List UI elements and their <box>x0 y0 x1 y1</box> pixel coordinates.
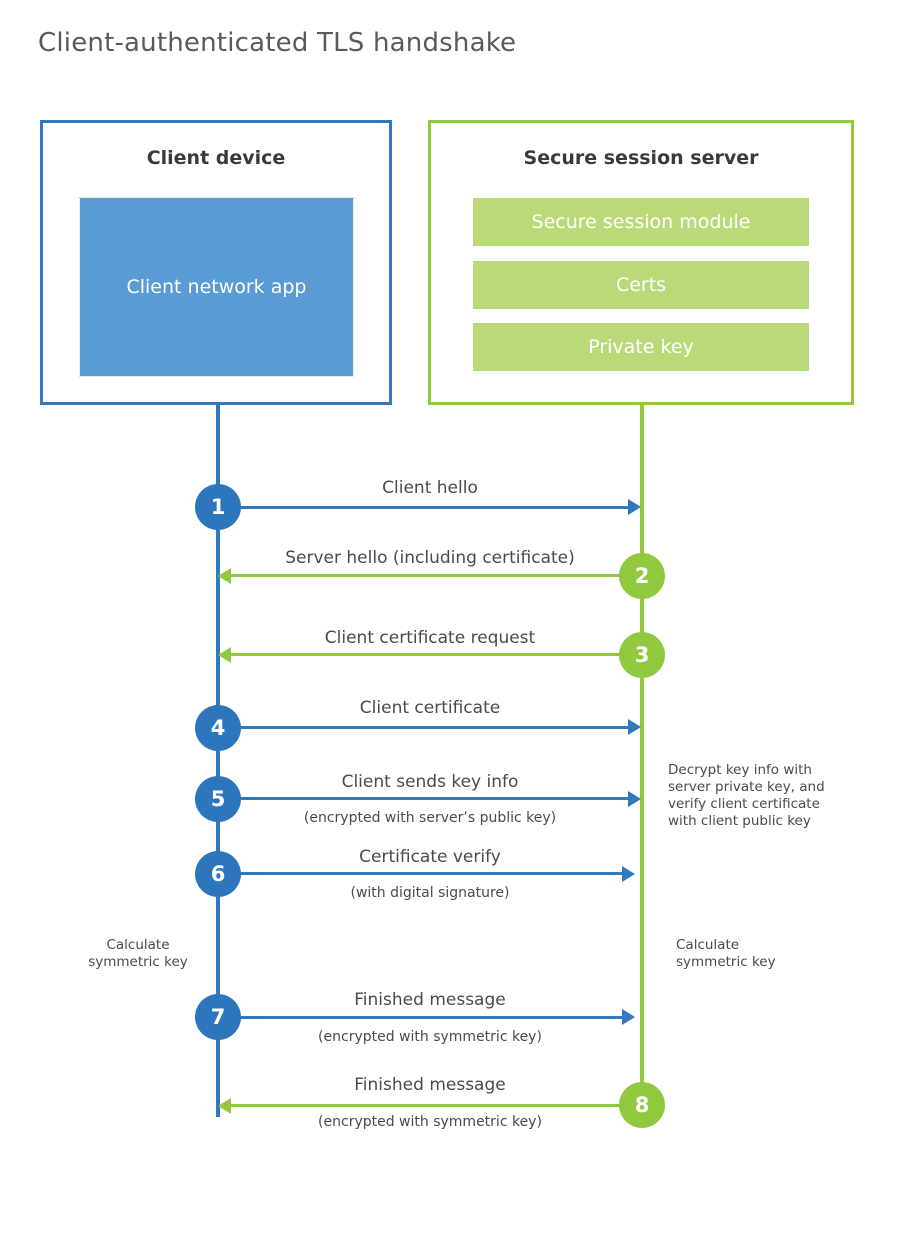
step-7-label: Finished message <box>354 990 506 1010</box>
server-component-secure-session-module: Secure session module <box>473 198 809 246</box>
step-5-sublabel: (encrypted with server’s public key) <box>303 810 557 826</box>
step-2-label: Server hello (including certificate) <box>285 548 575 568</box>
step-2-arrow-line <box>231 574 640 577</box>
step-8-badge[interactable]: 8 <box>619 1082 665 1128</box>
step-6-arrow-line <box>218 872 622 875</box>
step-7-arrow-head <box>622 1009 635 1025</box>
step-7-badge[interactable]: 7 <box>195 994 241 1040</box>
server-component-private-key: Private key <box>473 323 809 371</box>
step-5-label: Client sends key info <box>341 772 519 792</box>
step-6-sublabel: (with digital signature) <box>350 885 510 901</box>
step-2-badge[interactable]: 2 <box>619 553 665 599</box>
step-7-arrow-line <box>218 1016 622 1019</box>
client-device-title: Client device <box>146 147 286 169</box>
step-5-arrow-head <box>628 791 641 807</box>
secure-session-server-box: Secure session server Secure session mod… <box>428 120 854 405</box>
step-8-arrow-head <box>218 1098 231 1114</box>
step-5-arrow-line <box>218 797 628 800</box>
step-1-arrow-line <box>218 506 628 509</box>
secure-session-server-title: Secure session server <box>523 147 759 169</box>
note-server-calculate-symmetric-key: Calculate symmetric key <box>676 937 776 970</box>
client-network-app-block: Client network app <box>79 197 354 377</box>
step-3-badge[interactable]: 3 <box>619 632 665 678</box>
step-2-arrow-head <box>218 568 231 584</box>
client-device-box: Client device Client network app <box>40 120 392 405</box>
server-component-certs: Certs <box>473 261 809 309</box>
step-8-label: Finished message <box>354 1075 506 1095</box>
step-1-arrow-head <box>628 499 641 515</box>
step-4-badge[interactable]: 4 <box>195 705 241 751</box>
step-4-label: Client certificate <box>359 698 501 718</box>
step-3-label: Client certificate request <box>324 628 536 648</box>
note-client-calculate-symmetric-key: Calculate symmetric key <box>88 937 188 970</box>
step-1-label: Client hello <box>382 478 478 498</box>
note-server-decrypt: Decrypt key info with server private key… <box>668 762 825 829</box>
step-3-arrow-line <box>231 653 640 656</box>
step-8-arrow-line <box>231 1104 640 1107</box>
step-6-label: Certificate verify <box>359 847 501 867</box>
step-5-badge[interactable]: 5 <box>195 776 241 822</box>
step-4-arrow-head <box>628 719 641 735</box>
step-6-badge[interactable]: 6 <box>195 851 241 897</box>
step-3-arrow-head <box>218 647 231 663</box>
step-7-sublabel: (encrypted with symmetric key) <box>318 1029 542 1045</box>
step-6-arrow-head <box>622 866 635 882</box>
client-lifeline <box>216 405 220 1117</box>
step-8-sublabel: (encrypted with symmetric key) <box>318 1114 542 1130</box>
server-lifeline <box>640 405 644 1105</box>
step-1-badge[interactable]: 1 <box>195 484 241 530</box>
step-4-arrow-line <box>218 726 628 729</box>
page-title: Client-authenticated TLS handshake <box>38 28 517 58</box>
